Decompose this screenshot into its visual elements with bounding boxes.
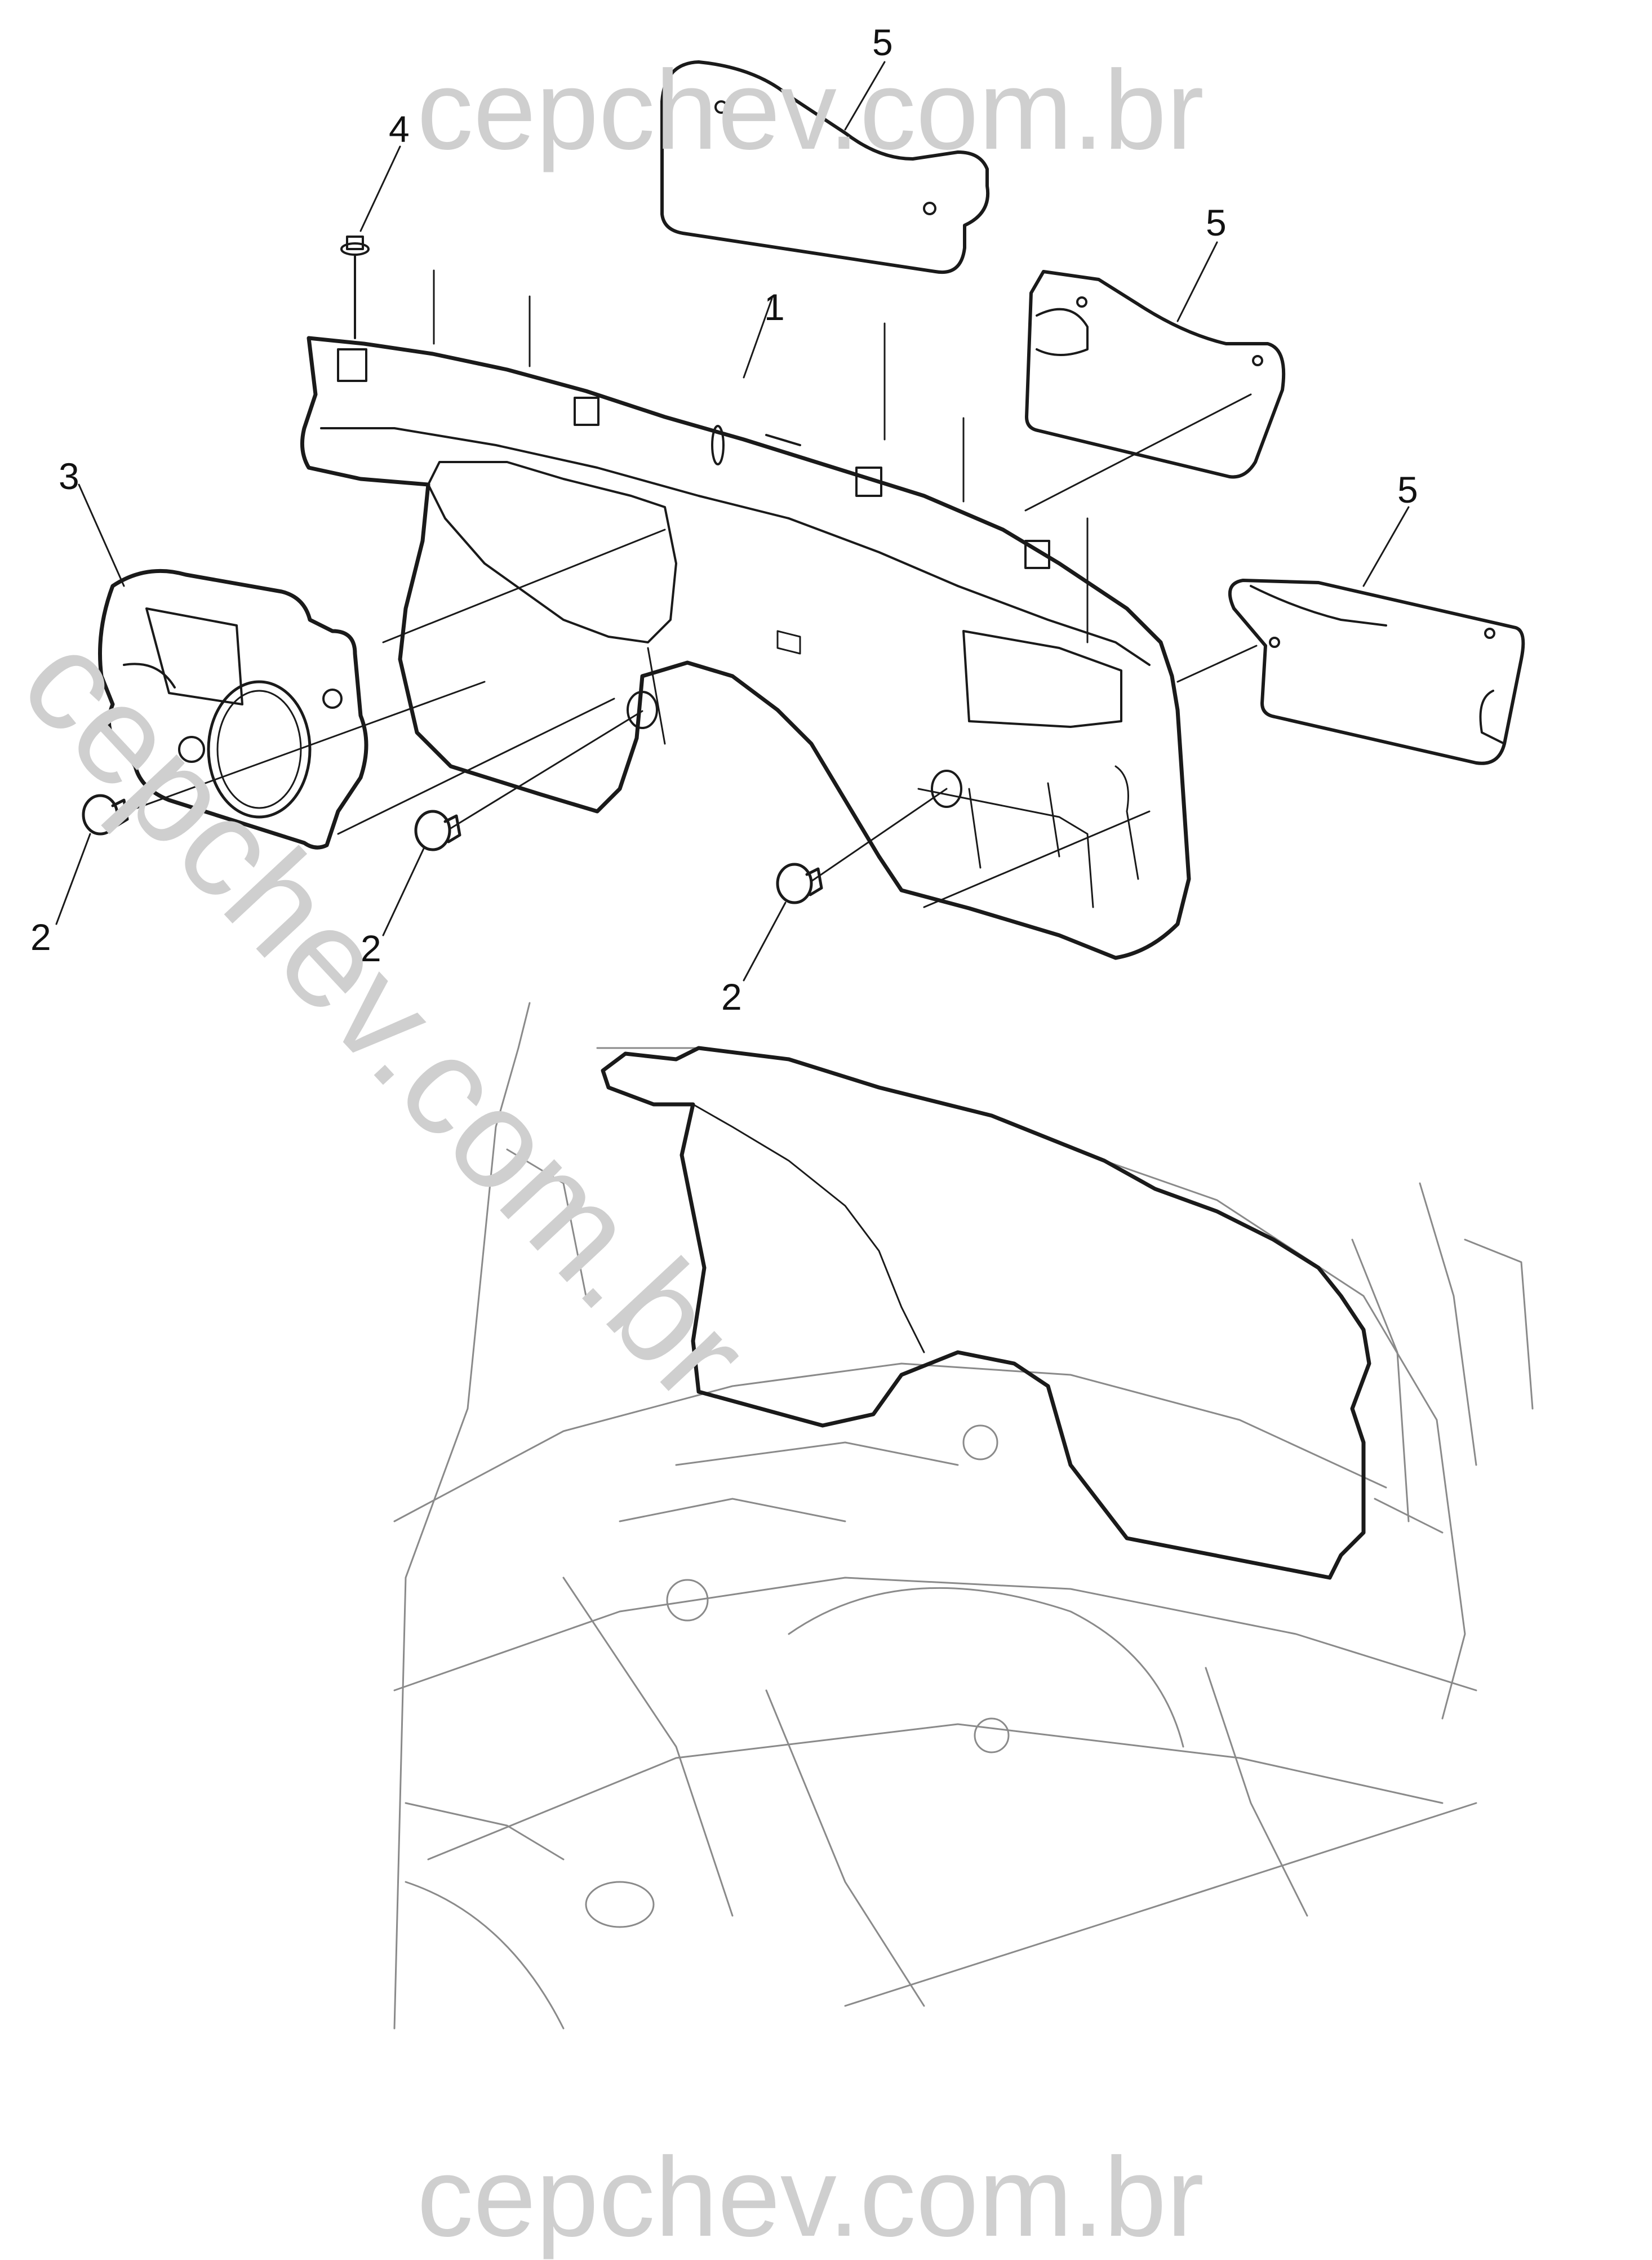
callout-2-left: 2 bbox=[30, 916, 51, 958]
callout-2-center: 2 bbox=[361, 927, 381, 969]
retainer-bolt bbox=[340, 236, 370, 339]
push-clip-right bbox=[776, 863, 823, 904]
callout-4: 4 bbox=[389, 108, 410, 150]
callout-5-middle: 5 bbox=[1206, 202, 1227, 243]
callout-3: 3 bbox=[59, 455, 79, 497]
callout-1: 1 bbox=[764, 286, 785, 328]
push-clip-left bbox=[82, 794, 129, 836]
insulator-pad-middle bbox=[1025, 270, 1286, 479]
dash-insulator-panel bbox=[300, 336, 1191, 960]
watermark-bottom: cepchev.com.br bbox=[417, 2134, 1204, 2260]
callout-5-lower: 5 bbox=[1397, 469, 1418, 510]
callout-2-right: 2 bbox=[721, 976, 742, 1018]
callout-5-top: 5 bbox=[872, 21, 893, 63]
watermark-top: cepchev.com.br bbox=[417, 47, 1204, 173]
insulator-pad-lower bbox=[1228, 579, 1525, 765]
push-clip-center bbox=[414, 810, 461, 851]
insulator-pad-top bbox=[660, 60, 990, 274]
installed-dash-panel bbox=[601, 1046, 1371, 1580]
side-insulator-pad bbox=[98, 569, 368, 850]
